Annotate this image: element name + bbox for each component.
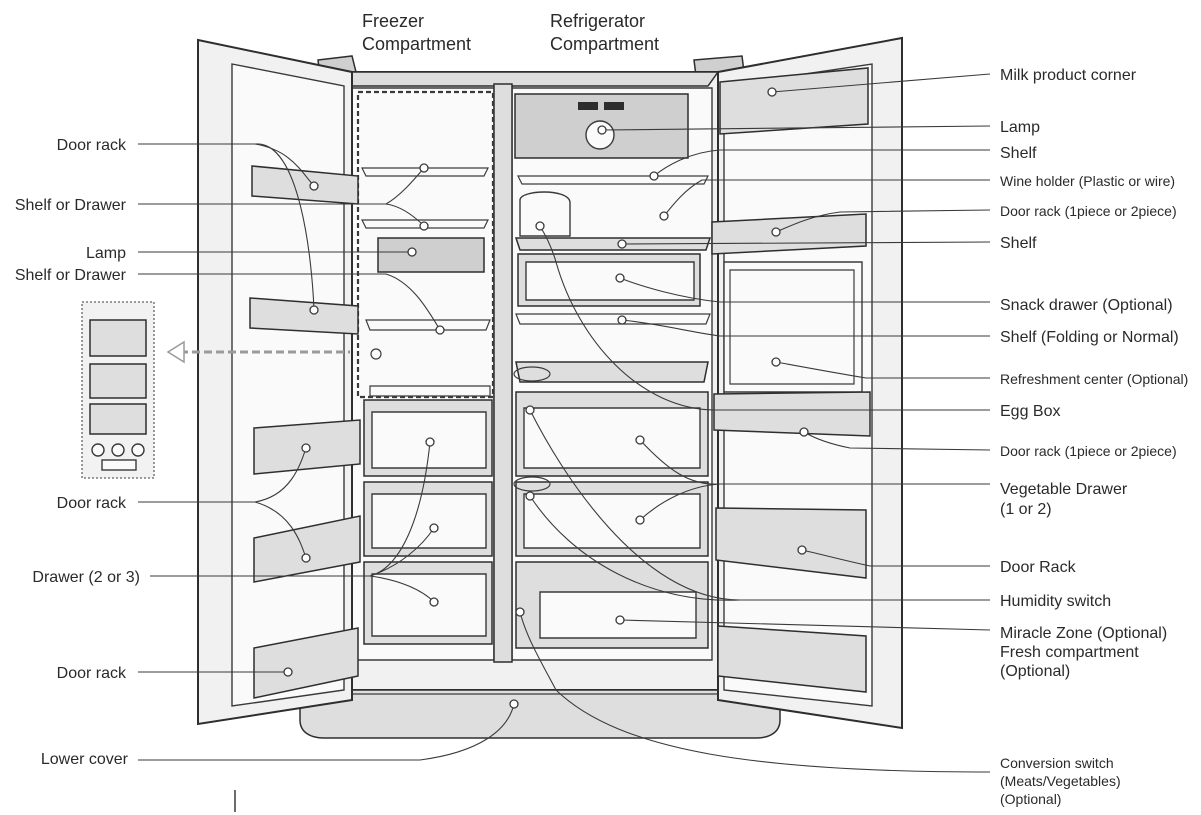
label-lamp-left: Lamp	[86, 245, 126, 262]
freezer-heading: Freezer Compartment	[362, 11, 471, 54]
label-lamp-right: Lamp	[1000, 119, 1040, 136]
dot-humidity-switch-1	[526, 406, 534, 414]
dot-drawer-2-3a	[426, 438, 434, 446]
label-door-rack-r1: Door rack (1piece or 2piece)	[1000, 203, 1177, 219]
vegetable-drawer-2-face	[524, 494, 700, 548]
freezer-drawer-3-face	[372, 574, 486, 636]
freezer-lamp-housing	[378, 238, 484, 272]
inset-drawer-1	[90, 320, 146, 356]
dot-humidity-switch-2	[526, 492, 534, 500]
inset-knob-2	[112, 444, 124, 456]
label-snack-drawer: Snack drawer (Optional)	[1000, 297, 1173, 314]
dot-miracle-zone	[616, 616, 624, 624]
label-wine-holder: Wine holder (Plastic or wire)	[1000, 173, 1175, 189]
dot-door-rack-r1	[772, 228, 780, 236]
inset-knob-3	[132, 444, 144, 456]
label-shelf-1: Shelf	[1000, 145, 1037, 162]
dot-shelf-1	[650, 172, 658, 180]
dot-door-rack-2b	[302, 444, 310, 452]
dot-vegetable-drawer-2	[636, 516, 644, 524]
label-shelf-2: Shelf	[1000, 235, 1037, 252]
label-door-rack-1: Door rack	[57, 137, 127, 154]
label-door-rack-r3: Door Rack	[1000, 559, 1077, 576]
dot-drawer-2-3b	[430, 524, 438, 532]
refrigerator-heading: Refrigerator Compartment	[550, 11, 659, 54]
refrigerator-illustration	[198, 38, 902, 738]
dot-drawer-2-3c	[430, 598, 438, 606]
refreshment-center	[724, 262, 862, 392]
label-miracle-zone: Miracle Zone (Optional) Fresh compartmen…	[1000, 625, 1172, 680]
inset-pointer-arrowhead	[168, 342, 184, 362]
dot-door-rack-r3	[798, 546, 806, 554]
dot-lower-cover	[510, 700, 518, 708]
vegetable-drawer-1-face	[524, 408, 700, 468]
dot-shelf-folding	[618, 316, 626, 324]
dot-wine-holder	[660, 212, 668, 220]
inset-knob-1	[92, 444, 104, 456]
label-lower-cover: Lower cover	[41, 751, 129, 768]
label-door-rack-r2: Door rack (1piece or 2piece)	[1000, 443, 1177, 459]
lower-cover-shape	[300, 690, 780, 738]
miracle-zone-face	[540, 592, 696, 638]
dot-conversion-switch	[516, 608, 524, 616]
inset-drawer-3	[90, 404, 146, 434]
dot-door-rack-3	[284, 668, 292, 676]
dot-refreshment-center	[772, 358, 780, 366]
dot-shelf-2	[618, 240, 626, 248]
dot-vegetable-drawer-1	[636, 436, 644, 444]
dot-lamp-left	[408, 248, 416, 256]
snack-drawer-face	[526, 262, 694, 300]
label-door-rack-3: Door rack	[57, 665, 127, 682]
label-shelf-drawer-2: Shelf or Drawer	[15, 267, 127, 284]
display-window-2	[604, 102, 624, 110]
dot-door-rack-r2	[800, 428, 808, 436]
inset-drawer-2	[90, 364, 146, 398]
freezer-drawer-inset	[82, 302, 154, 478]
cabinet-top-edge	[330, 72, 718, 86]
dot-shelf-drawer-1b	[420, 164, 428, 172]
label-shelf-folding: Shelf (Folding or Normal)	[1000, 329, 1179, 346]
label-door-rack-2: Door rack	[57, 495, 127, 512]
label-egg-box: Egg Box	[1000, 403, 1060, 420]
dot-door-rack-1	[310, 182, 318, 190]
label-vegetable-drawer: Vegetable Drawer (1 or 2)	[1000, 481, 1132, 518]
dot-snack-drawer	[616, 274, 624, 282]
label-humidity-switch: Humidity switch	[1000, 593, 1111, 610]
lamp-cover	[586, 121, 614, 149]
fridge-door-rack-2	[714, 392, 870, 436]
freezer-door-liner	[232, 64, 344, 706]
label-refreshment-center: Refreshment center (Optional)	[1000, 371, 1188, 387]
dot-door-rack-2	[302, 554, 310, 562]
display-window-1	[578, 102, 598, 110]
freezer-drawer-2-face	[372, 494, 486, 548]
wine-holder	[520, 192, 570, 236]
dot-lamp-right	[598, 126, 606, 134]
dot-shelf-drawer-2	[436, 326, 444, 334]
label-shelf-drawer-1: Shelf or Drawer	[15, 197, 127, 214]
dot-door-rack-1b	[310, 306, 318, 314]
dot-egg-box	[536, 222, 544, 230]
dot-shelf-drawer-1	[420, 222, 428, 230]
inset-tray	[102, 460, 136, 470]
label-milk-corner: Milk product corner	[1000, 67, 1137, 84]
label-drawer-2-3: Drawer (2 or 3)	[32, 569, 140, 586]
label-conversion-switch: Conversion switch (Meats/Vegetables) (Op…	[1000, 755, 1125, 807]
dot-milk-corner	[768, 88, 776, 96]
center-mullion	[494, 84, 512, 662]
